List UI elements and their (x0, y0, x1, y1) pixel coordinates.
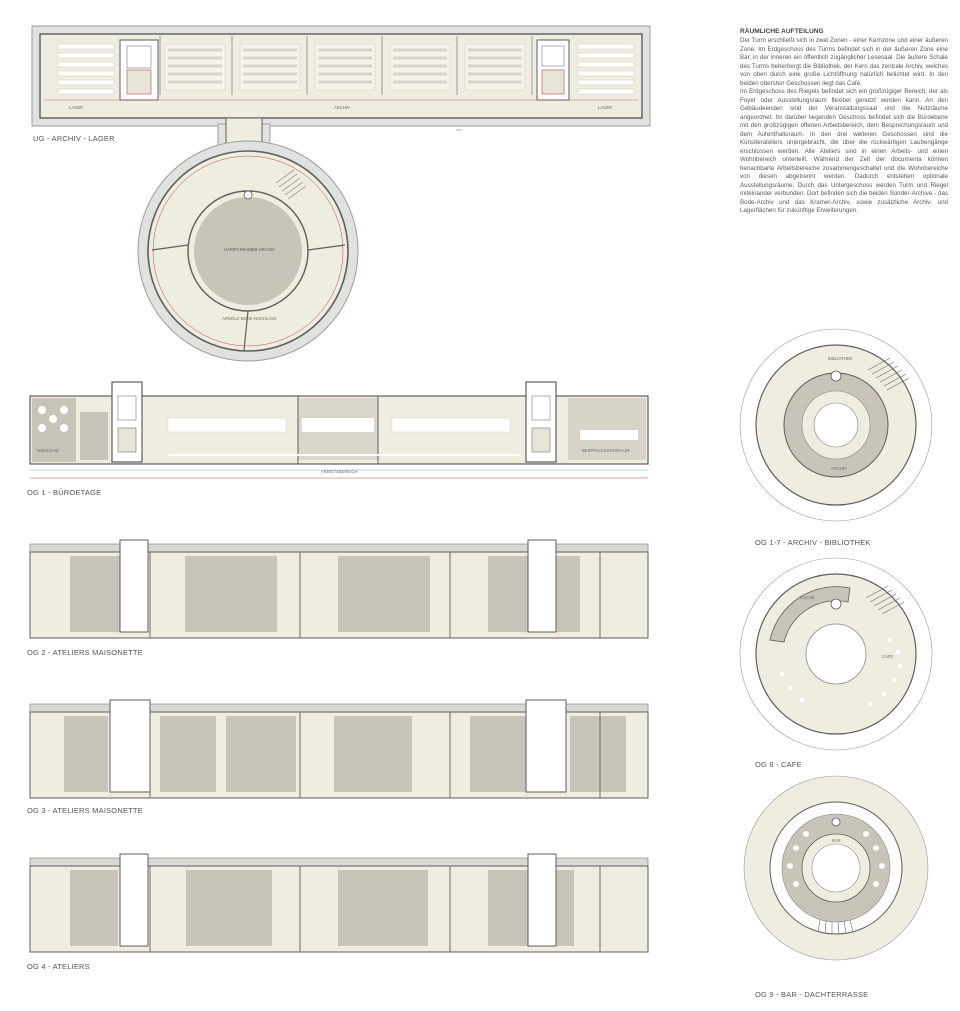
tower1-label-archiv: ARCHIV (831, 466, 847, 471)
description-paragraph-1: Der Turm erschließt sich in zwei Zonen -… (740, 37, 948, 87)
tower8-label-cafe: CAFE (882, 654, 894, 659)
og1-caption: OG 1 - BÜROETAGE (27, 488, 102, 497)
description-paragraph-2: Im Erdgeschoss des Riegels befindet sich… (740, 88, 948, 214)
ug-label-archiv: ARCHIV (334, 105, 350, 110)
og1-label-teekueche: TEEKÜCHE (36, 448, 59, 453)
description-title: RÄUMLICHE AUFTEILUNG (740, 28, 824, 35)
ug-label-lager-right: LAGER (598, 105, 613, 110)
ug-label-kraemer: HARRY-KRAMER-ARCHIV (224, 247, 275, 252)
og2-caption: OG 2 - ATELIERS MAISONETTE (27, 648, 143, 657)
tower1-label-bibliothek: BIBLIOTHEK (828, 356, 853, 361)
tower8-label-kueche: KÜCHE (800, 595, 815, 600)
tower9-caption: OG 9 - BAR - DACHTERRASSE (755, 990, 869, 999)
og1-label-arbeitsbereich: ARBEITSBEREICH (321, 469, 358, 474)
ug-label-bode: ARNOLD-BODE-NACHLASS (222, 316, 277, 321)
ug-label-lager-left: LAGER (69, 105, 84, 110)
description-block: RÄUMLICHE AUFTEILUNG Der Turm erschließt… (740, 28, 948, 216)
og1-label-besprechung: BESPRECHUNGSRAUM (582, 448, 630, 453)
tower9-label-bar: BAR (832, 838, 841, 843)
ug-caption: UG - ARCHIV - LAGER (33, 134, 115, 143)
tower1-caption: OG 1-7 - ARCHIV - BIBLIOTHEK (755, 538, 871, 547)
og4-caption: OG 4 - ATELIERS (27, 962, 90, 971)
og3-caption: OG 3 - ATELIERS MAISONETTE (27, 806, 143, 815)
tower8-caption: OG 8 - CAFE (755, 760, 802, 769)
